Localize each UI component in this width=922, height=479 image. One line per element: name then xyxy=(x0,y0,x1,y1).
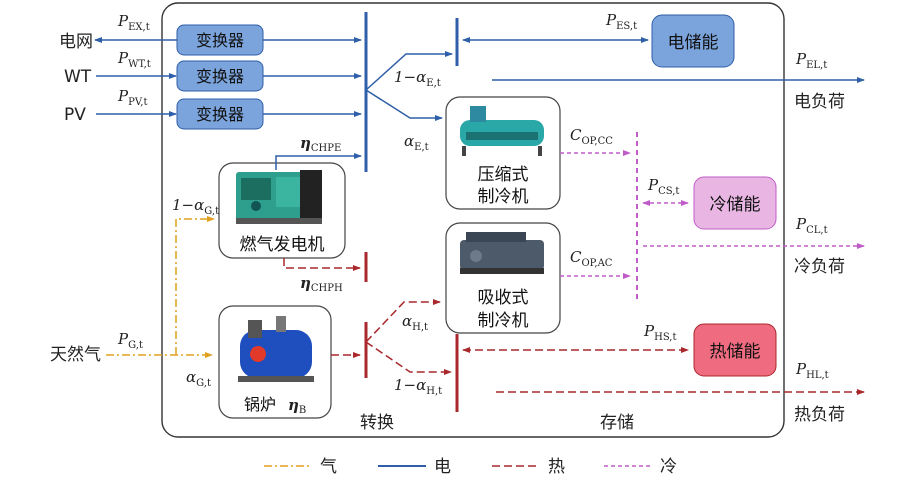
alpha-h-label: αH,t xyxy=(402,312,428,333)
cold-storage-label: 冷储能 xyxy=(710,195,761,215)
one-minus-alpha-g-label: 1−αG,t xyxy=(172,196,219,217)
heat-storage-label: 热储能 xyxy=(710,342,761,362)
alpha-g-label: αG,t xyxy=(186,368,211,389)
eta-b-label: ηB xyxy=(288,396,306,416)
gas-to-chp-line xyxy=(175,216,215,355)
alpha-e-label: αE,t xyxy=(404,132,429,153)
one-minus-alpha-e-label: 1−αE,t xyxy=(394,68,441,89)
p-hs-label: PHS,t xyxy=(643,322,677,343)
eta-chph-label: ηCHPH xyxy=(300,274,343,294)
chp-electric-out xyxy=(275,153,362,170)
elec-load-label: 电负荷 xyxy=(794,92,845,112)
cold-storage-box xyxy=(693,176,777,230)
absorption-chiller-label-1: 吸收式 xyxy=(478,288,529,308)
elec-storage-box xyxy=(651,14,735,68)
elec-split-upper xyxy=(365,51,453,91)
absorption-chiller-label-2: 制冷机 xyxy=(478,311,529,331)
legend-gas-label: 气 xyxy=(320,457,337,477)
p-pv-label: PPV,t xyxy=(117,87,148,108)
system-frame xyxy=(161,2,785,438)
chp-generator-icon xyxy=(236,170,322,224)
legend-heat-label: 热 xyxy=(548,457,565,477)
p-es-label: PES,t xyxy=(605,11,637,32)
electric-chiller-label-1: 压缩式 xyxy=(478,165,529,185)
c-opcc-label: COP,CC xyxy=(570,126,613,147)
c-opac-label: COP,AC xyxy=(570,248,613,269)
cold-load-label: 冷负荷 xyxy=(794,257,845,277)
heat-split-lower xyxy=(365,341,452,375)
grid-label: 电网 xyxy=(59,32,93,52)
p-wt-label: PWT,t xyxy=(117,49,151,70)
absorption-chiller-icon xyxy=(460,232,544,274)
one-minus-alpha-h-label: 1−αH,t xyxy=(394,376,442,397)
electric-chiller-label-2: 制冷机 xyxy=(478,187,529,207)
elec-split-lower xyxy=(365,89,443,121)
p-hl-label: PHL,t xyxy=(795,360,829,381)
p-g-label: PG,t xyxy=(117,330,143,351)
p-cs-label: PCS,t xyxy=(647,176,679,197)
chp-heat-out xyxy=(283,258,361,271)
elec-storage-label: 电储能 xyxy=(668,33,719,53)
legend-cold-label: 冷 xyxy=(660,457,677,477)
wt-label: WT xyxy=(64,67,92,87)
p-el-label: PEL,t xyxy=(795,50,827,71)
converter-label-grid: 变换器 xyxy=(196,31,244,50)
p-cl-label: PCL,t xyxy=(795,215,828,236)
legend-electric-label: 电 xyxy=(434,457,451,477)
pv-label: PV xyxy=(64,105,86,125)
conversion-section-label: 转换 xyxy=(360,413,394,433)
heat-split-upper xyxy=(365,299,441,343)
boiler-icon xyxy=(238,316,314,382)
gas-label: 天然气 xyxy=(50,345,101,365)
converter-label-pv: 变换器 xyxy=(196,105,244,124)
p-ex-label: PEX,t xyxy=(117,12,150,33)
chp-label: 燃气发电机 xyxy=(240,235,325,255)
boiler-label: 锅炉 xyxy=(244,395,276,414)
heat-storage-box xyxy=(693,323,777,377)
legend: 气 电 热 冷 xyxy=(264,457,677,477)
eta-chpe-label: ηCHPE xyxy=(300,134,341,154)
storage-section-label: 存储 xyxy=(600,413,634,433)
electric-chiller-icon xyxy=(460,106,544,156)
converter-label-wt: 变换器 xyxy=(196,67,244,86)
heat-load-label: 热负荷 xyxy=(794,405,845,425)
